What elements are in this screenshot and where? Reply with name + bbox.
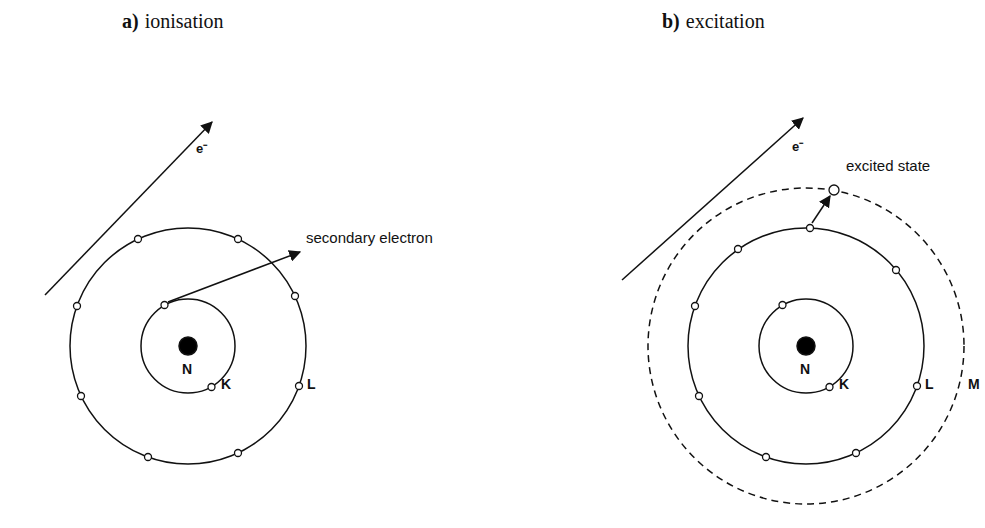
nucleus-label: N [800, 362, 810, 377]
electron-label: e⁻ [792, 140, 803, 154]
shell-label: L [925, 377, 934, 392]
secondary-electron-arrow [168, 252, 300, 302]
state-label: excited state [846, 158, 930, 175]
electrons [692, 185, 921, 461]
electron-label: e⁻ [196, 142, 207, 156]
l-shell [70, 228, 306, 464]
nucleus [797, 337, 815, 355]
panel-letter: b) [662, 10, 680, 32]
panel-letter: a) [122, 10, 139, 32]
k-shell [759, 299, 853, 393]
panel-title: ionisation [145, 10, 224, 32]
nucleus [179, 337, 197, 355]
excitation-atom [622, 118, 964, 504]
electrons [74, 236, 303, 461]
k-shell [141, 299, 235, 393]
shell-label: K [839, 377, 849, 392]
excitation-arrow [812, 196, 830, 223]
m-shell [648, 188, 964, 504]
incident-electron-arrow [45, 122, 212, 295]
shell-label: K [221, 377, 231, 392]
shell-label: M [968, 377, 980, 392]
shell-label: L [307, 377, 316, 392]
incident-electron-arrow [622, 118, 803, 280]
nucleus-label: N [182, 362, 192, 377]
ionisation-atom [45, 122, 306, 464]
excited-electron [829, 185, 839, 195]
l-shell [688, 228, 924, 464]
process-label: secondary electron [306, 230, 433, 247]
panel-title: excitation [686, 10, 765, 32]
